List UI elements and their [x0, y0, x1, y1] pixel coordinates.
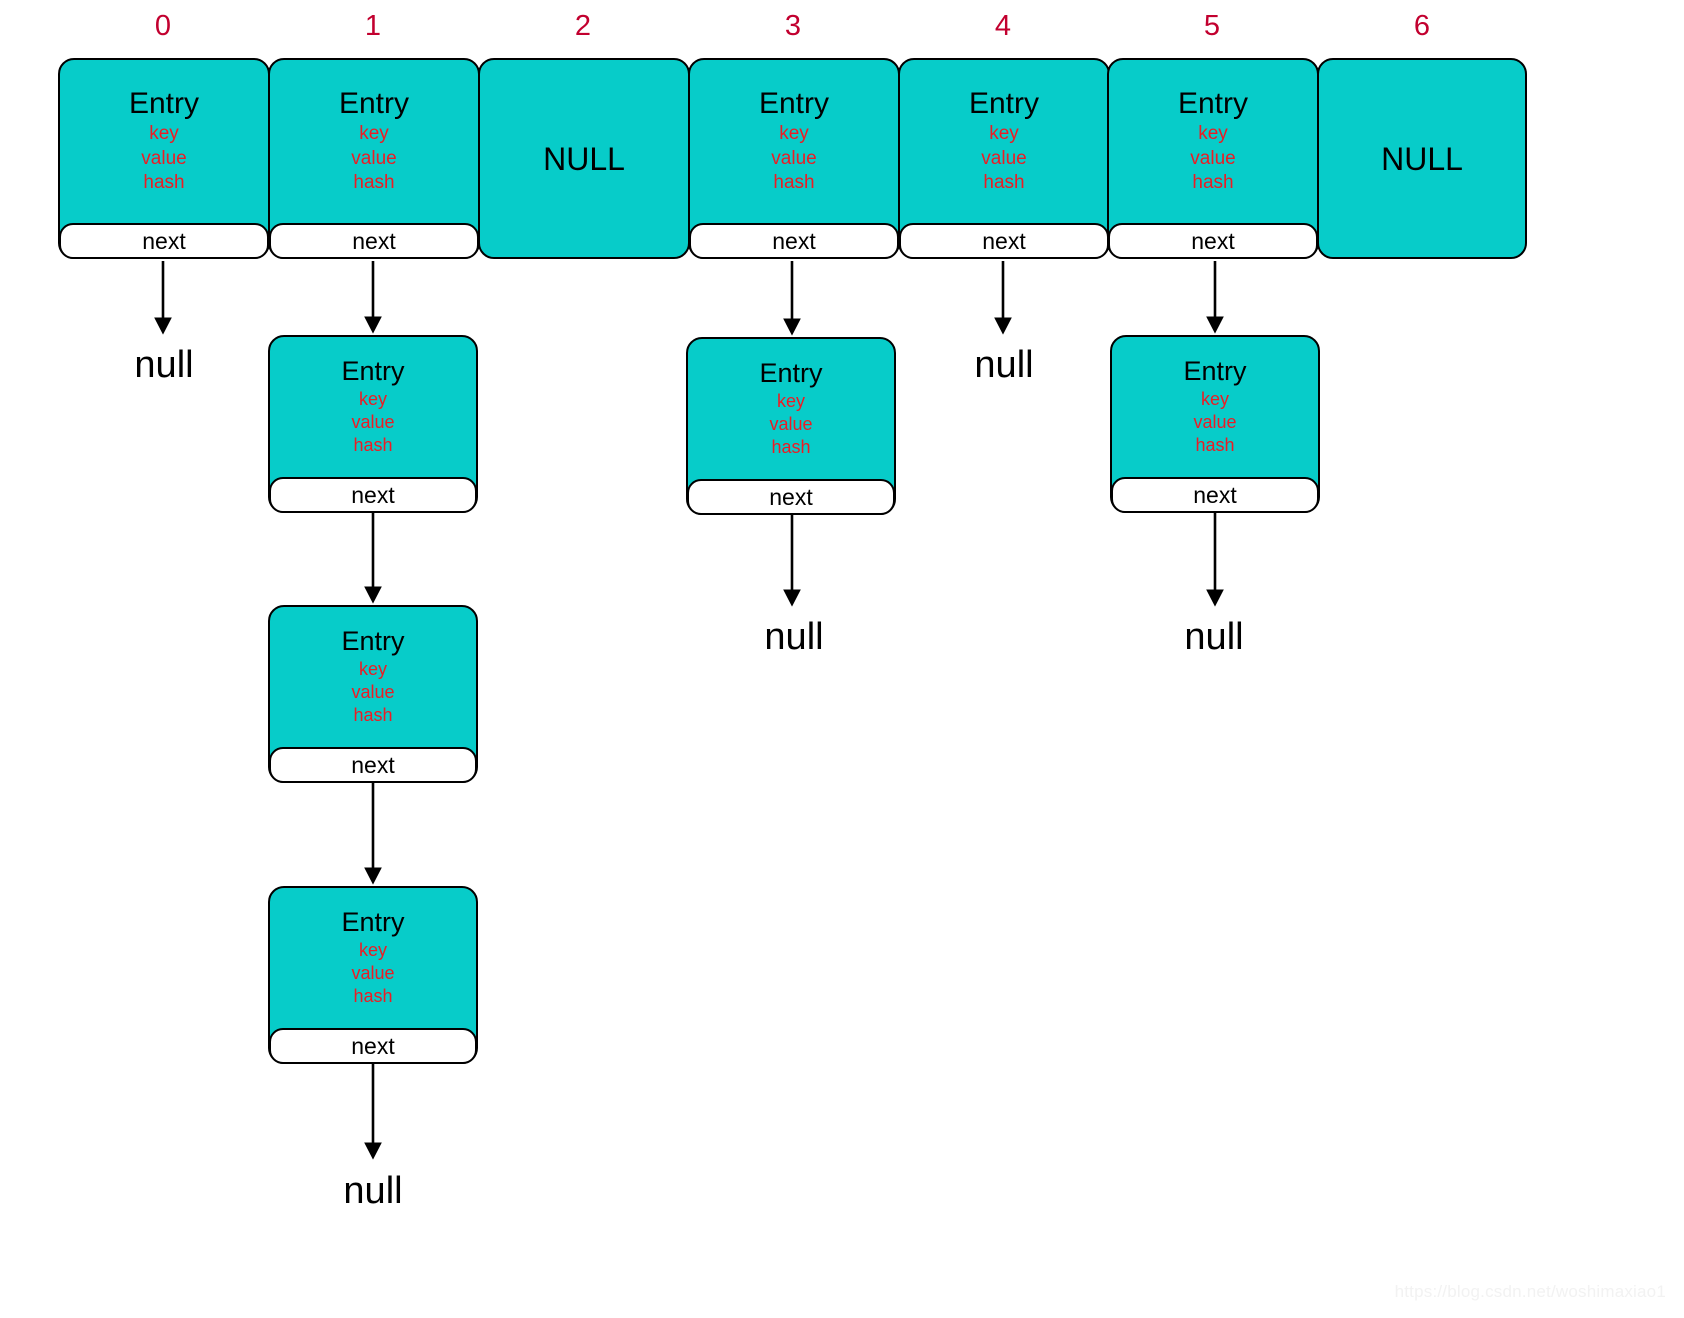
entry-title: Entry — [759, 357, 823, 388]
bucket-3-body: Entry key value hash — [690, 60, 898, 223]
entry-field-hash: hash — [1195, 435, 1235, 456]
bucket-6-body: NULL — [1319, 60, 1525, 257]
entry-field-key: key — [358, 659, 387, 680]
entry-title: Entry — [1183, 355, 1247, 386]
entry-field-key: key — [1198, 123, 1228, 145]
entry-title: Entry — [341, 625, 405, 656]
entry-title: Entry — [128, 86, 200, 120]
entry-field-hash: hash — [1192, 171, 1234, 193]
site-watermark: https://blog.csdn.net/woshimaxiao1 — [1394, 1282, 1666, 1301]
entry-field-key: key — [989, 123, 1019, 145]
entry-fields: key value hash — [981, 122, 1026, 195]
bucket-cell-4[interactable]: Entry key value hash next — [898, 58, 1110, 259]
entry-next-slot[interactable]: next — [59, 223, 269, 259]
bucket-index-label-0: 0 — [154, 10, 172, 42]
bucket-index-label-5: 5 — [1203, 10, 1221, 42]
null-terminator-bucket-3: null — [764, 616, 824, 658]
entry-fields: key value hash — [1190, 122, 1235, 195]
bucket-cell-6[interactable]: NULL — [1317, 58, 1527, 259]
null-terminator-bucket-5: null — [1184, 616, 1244, 658]
entry-field-value: value — [1193, 412, 1237, 433]
entry-field-hash: hash — [353, 171, 395, 193]
bucket-index-label-4: 4 — [994, 10, 1012, 42]
bucket-null-label: NULL — [543, 140, 625, 177]
bucket-0-body: Entry key value hash — [60, 60, 268, 223]
null-terminator-bucket-4: null — [974, 344, 1034, 386]
entry-field-value: value — [141, 147, 187, 169]
entry-field-hash: hash — [773, 171, 815, 193]
entry-field-value: value — [351, 412, 395, 433]
bucket-1-body: Entry key value hash — [270, 60, 478, 223]
entry-field-hash: hash — [353, 705, 393, 726]
chain-node-body: Entry key value hash — [688, 339, 894, 479]
chain-node-b5-d1[interactable]: Entry key value hash next — [1110, 335, 1320, 513]
entry-next-slot[interactable]: next — [1108, 223, 1318, 259]
bucket-index-label-3: 3 — [784, 10, 802, 42]
entry-next-slot[interactable]: next — [689, 223, 899, 259]
entry-field-value: value — [351, 682, 395, 703]
entry-fields: key value hash — [1193, 388, 1236, 457]
entry-field-hash: hash — [983, 171, 1025, 193]
entry-next-slot[interactable]: next — [1111, 477, 1319, 513]
bucket-index-label-6: 6 — [1413, 10, 1431, 42]
entry-fields: key value hash — [351, 388, 394, 457]
entry-field-key: key — [358, 940, 387, 961]
chain-node-b1-d1[interactable]: Entry key value hash next — [268, 335, 478, 513]
entry-next-slot[interactable]: next — [269, 223, 479, 259]
entry-field-hash: hash — [353, 435, 393, 456]
chain-node-b1-d3[interactable]: Entry key value hash next — [268, 886, 478, 1064]
entry-fields: key value hash — [141, 122, 186, 195]
entry-title: Entry — [341, 355, 405, 386]
bucket-2-body: NULL — [480, 60, 688, 257]
chain-node-body: Entry key value hash — [270, 888, 476, 1028]
bucket-cell-1[interactable]: Entry key value hash next — [268, 58, 480, 259]
entry-next-slot[interactable]: next — [687, 479, 895, 515]
entry-field-key: key — [359, 123, 389, 145]
entry-field-hash: hash — [771, 437, 811, 458]
bucket-4-body: Entry key value hash — [900, 60, 1108, 223]
entry-field-key: key — [1200, 389, 1229, 410]
entry-field-key: key — [149, 123, 179, 145]
bucket-index-label-1: 1 — [364, 10, 382, 42]
entry-field-value: value — [981, 147, 1027, 169]
entry-field-key: key — [779, 123, 809, 145]
entry-next-slot[interactable]: next — [899, 223, 1109, 259]
entry-fields: key value hash — [351, 122, 396, 195]
null-terminator-bucket-1: null — [343, 1170, 403, 1212]
entry-fields: key value hash — [351, 939, 394, 1008]
bucket-cell-0[interactable]: Entry key value hash next — [58, 58, 270, 259]
entry-fields: key value hash — [769, 390, 812, 459]
chain-node-body: Entry key value hash — [270, 607, 476, 747]
entry-title: Entry — [968, 86, 1040, 120]
chain-node-b3-d1[interactable]: Entry key value hash next — [686, 337, 896, 515]
bucket-cell-3[interactable]: Entry key value hash next — [688, 58, 900, 259]
entry-next-slot[interactable]: next — [269, 477, 477, 513]
entry-fields: key value hash — [351, 658, 394, 727]
entry-title: Entry — [338, 86, 410, 120]
entry-field-key: key — [776, 391, 805, 412]
chain-node-body: Entry key value hash — [270, 337, 476, 477]
null-terminator-bucket-0: null — [134, 344, 194, 386]
bucket-cell-5[interactable]: Entry key value hash next — [1107, 58, 1319, 259]
entry-title: Entry — [341, 906, 405, 937]
entry-next-slot[interactable]: next — [269, 1028, 477, 1064]
entry-title: Entry — [1177, 86, 1249, 120]
bucket-null-label: NULL — [1381, 140, 1463, 177]
entry-field-key: key — [358, 389, 387, 410]
entry-next-slot[interactable]: next — [269, 747, 477, 783]
entry-field-value: value — [351, 147, 397, 169]
bucket-index-label-2: 2 — [574, 10, 592, 42]
entry-field-value: value — [769, 414, 813, 435]
bucket-cell-2[interactable]: NULL — [478, 58, 690, 259]
chain-node-b1-d2[interactable]: Entry key value hash next — [268, 605, 478, 783]
entry-field-hash: hash — [143, 171, 185, 193]
bucket-5-body: Entry key value hash — [1109, 60, 1317, 223]
entry-field-value: value — [771, 147, 817, 169]
entry-field-value: value — [1190, 147, 1236, 169]
entry-field-value: value — [351, 963, 395, 984]
entry-title: Entry — [758, 86, 830, 120]
chain-node-body: Entry key value hash — [1112, 337, 1318, 477]
entry-fields: key value hash — [771, 122, 816, 195]
entry-field-hash: hash — [353, 986, 393, 1007]
